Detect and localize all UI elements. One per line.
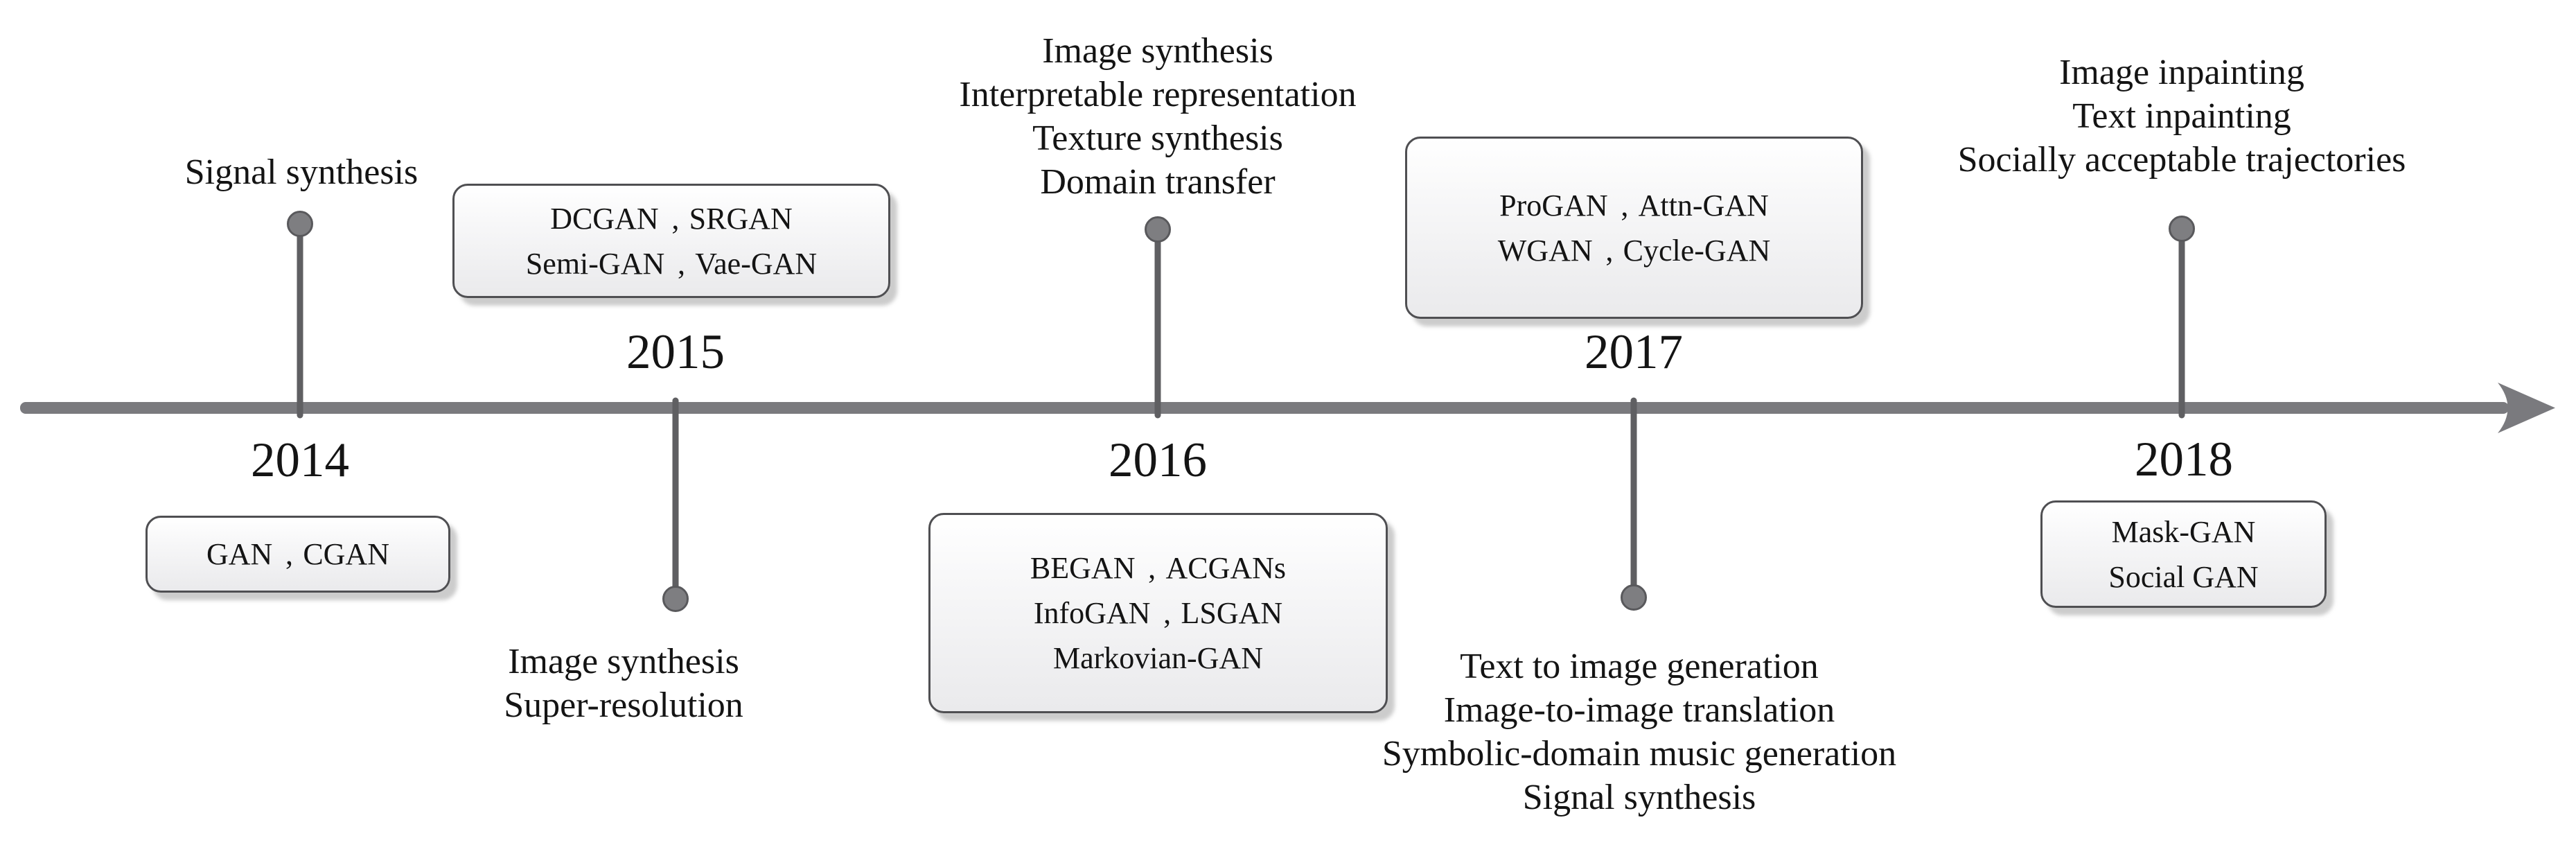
event-dot-2017 [1621, 584, 1647, 611]
event-dot-2015 [662, 586, 689, 612]
event-dot-2016 [1145, 216, 1171, 243]
model-box-2015: DCGAN,SRGAN Semi-GAN,Vae-GAN [452, 184, 890, 298]
applications-label-2015: Image synthesis Super-resolution [504, 640, 743, 727]
application-line: Image synthesis [508, 642, 739, 681]
ideographic-comma: , [1148, 551, 1156, 585]
year-label-2016: 2016 [1109, 433, 1207, 487]
year-label-2015: 2015 [626, 325, 725, 379]
application-line: Interpretable representation [959, 75, 1357, 114]
model-line: InfoGAN,LSGAN [1034, 591, 1282, 636]
model-line: Semi-GAN,Vae-GAN [526, 241, 817, 286]
application-line: Super-resolution [504, 686, 743, 725]
ideographic-comma: , [671, 201, 680, 236]
model-box-2016: BEGAN,ACGANs InfoGAN,LSGAN Markovian-GAN [928, 513, 1388, 713]
model-box-2018: Mask-GAN Social GAN [2040, 500, 2327, 608]
application-line: Image-to-image translation [1443, 690, 1835, 730]
application-line: Signal synthesis [184, 152, 418, 192]
application-line: Texture synthesis [1032, 119, 1283, 158]
event-dot-2018 [2169, 216, 2195, 242]
applications-label-2016: Image synthesis Interpretable representa… [959, 29, 1356, 204]
model-line: Social GAN [2108, 559, 2259, 594]
model-box-2017: ProGAN,Attn-GAN WGAN,Cycle-GAN [1405, 137, 1863, 319]
model-line: Mask-GAN [2111, 514, 2256, 549]
application-line: Image synthesis [1042, 31, 1273, 71]
model-line: GAN,CGAN [206, 532, 389, 577]
application-line: Image inpainting [2059, 53, 2304, 92]
applications-label-2017: Text to image generation Image-to-image … [1382, 645, 1896, 819]
model-line: ProGAN,Attn-GAN [1499, 183, 1769, 228]
applications-label-2014: Signal synthesis [185, 150, 418, 194]
model-line: DCGAN,SRGAN [550, 196, 793, 241]
model-line: Markovian-GAN [1052, 641, 1264, 675]
model-line: WGAN,Cycle-GAN [1498, 228, 1770, 273]
year-label-2014: 2014 [251, 433, 349, 487]
model-line: BEGAN,ACGANs [1030, 545, 1286, 591]
ideographic-comma: , [1621, 188, 1629, 222]
year-label-2018: 2018 [2135, 433, 2233, 487]
ideographic-comma: , [677, 246, 685, 281]
ideographic-comma: , [285, 537, 293, 571]
applications-label-2018: Image inpainting Text inpainting Sociall… [1958, 51, 2406, 182]
application-line: Symbolic-domain music generation [1382, 734, 1897, 774]
application-line: Signal synthesis [1522, 778, 1756, 817]
ideographic-comma: , [1163, 596, 1172, 630]
arrowhead-icon [2498, 383, 2555, 433]
application-line: Domain transfer [1040, 162, 1276, 202]
event-dot-2014 [287, 211, 313, 237]
year-label-2017: 2017 [1585, 325, 1683, 379]
timeline-axis [20, 402, 2509, 414]
application-line: Text to image generation [1460, 647, 1819, 686]
application-line: Socially acceptable trajectories [1957, 140, 2406, 180]
application-line: Text inpainting [2072, 96, 2291, 136]
ideographic-comma: , [1605, 233, 1614, 268]
model-box-2014: GAN,CGAN [145, 516, 450, 593]
